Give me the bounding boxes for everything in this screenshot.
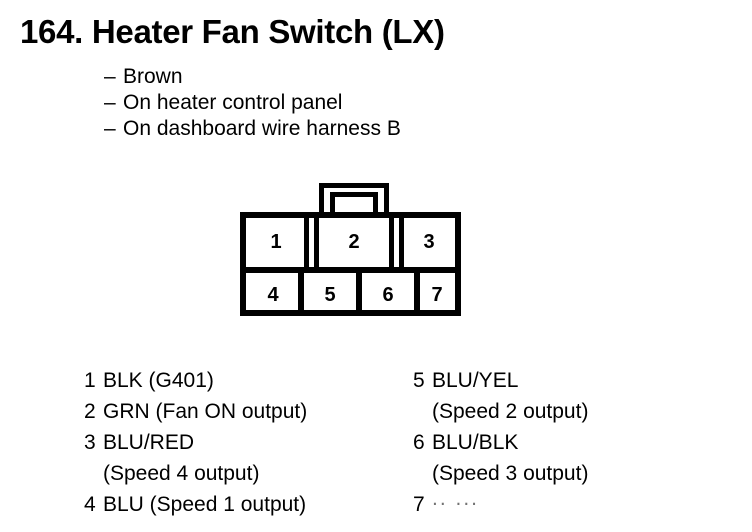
cavity-wall-1-2-a (304, 218, 309, 267)
dash-marker: – (104, 91, 116, 114)
cavity-1: 1 (248, 220, 304, 260)
legend-pin-label: BLU/BLK (432, 431, 519, 454)
cavity-2: 2 (319, 220, 389, 260)
dash-marker: – (104, 65, 116, 88)
legend-entry: 4 BLU (Speed 1 output) (84, 489, 307, 520)
cavity-wall-1-2-b (314, 218, 319, 267)
cavity-wall-2-3-a (389, 218, 394, 267)
locking-tab-outer (319, 183, 389, 214)
cavity-7-number: 7 (431, 284, 443, 306)
legend-pin-label: BLU/RED (103, 431, 195, 454)
cavity-wall-4-5 (298, 273, 304, 310)
cavity-1-number: 1 (270, 231, 282, 253)
legend-pin-label-continued: (Speed 3 output) (432, 462, 589, 485)
legend-pin-label-continued: (Speed 4 output) (103, 462, 260, 485)
legend-pin-label-clipped: .. ... (432, 487, 480, 510)
legend-pin-label-continued: (Speed 2 output) (432, 400, 589, 423)
cavity-3-number: 3 (423, 231, 435, 253)
cavity-7: 7 (420, 275, 454, 310)
description-item-label: Brown (123, 65, 183, 88)
cavity-3: 3 (404, 220, 454, 260)
description-item: –On dashboard wire harness B (104, 116, 401, 142)
description-item-label: On heater control panel (123, 91, 343, 114)
pin-legend-left: 1 BLK (G401) 2 GRN (Fan ON output) 3 BLU/RE… (84, 365, 307, 520)
legend-pin-number: 7 (413, 493, 425, 516)
legend-entry: 3 BLU/RED (84, 427, 307, 458)
pin-legend-right: 5 BLU/YEL (Speed 2 output) 6 BLU/BLK (Spee… (413, 365, 588, 520)
legend-pin-label: GRN (Fan ON output) (103, 400, 308, 423)
description-item: –On heater control panel (104, 90, 401, 116)
description-item: –Brown (104, 64, 401, 90)
cavity-6: 6 (362, 275, 414, 310)
cavity-4-number: 4 (267, 284, 279, 306)
legend-pin-label: BLK (G401) (103, 369, 214, 392)
locking-tab-inner (330, 192, 378, 214)
cavity-wall-5-6 (356, 273, 362, 310)
legend-pin-number: 1 (84, 369, 96, 392)
cavity-wall-2-3-b (399, 218, 404, 267)
dash-marker: – (104, 117, 116, 140)
description-item-label: On dashboard wire harness B (123, 117, 401, 140)
legend-pin-number: 5 (413, 369, 425, 392)
legend-pin-label: BLU (Speed 1 output) (103, 493, 307, 516)
legend-pin-number: 6 (413, 431, 425, 454)
legend-pin-number: 3 (84, 431, 96, 454)
legend-pin-label: BLU/YEL (432, 369, 519, 392)
connector-diagram: 1 2 3 4 5 6 7 (240, 183, 461, 316)
legend-entry: 2 GRN (Fan ON output) (84, 396, 307, 427)
cavity-wall-6-7 (414, 273, 420, 310)
cavity-6-number: 6 (382, 284, 394, 306)
row-divider (240, 267, 461, 273)
cavity-5: 5 (304, 275, 356, 310)
legend-entry: 5 BLU/YEL (413, 365, 588, 396)
legend-pin-number: 2 (84, 400, 96, 423)
cavity-5-number: 5 (324, 284, 336, 306)
page-title: 164. Heater Fan Switch (LX) (20, 13, 445, 50)
legend-entry: 1 BLK (G401) (84, 365, 307, 396)
legend-pin-number: 4 (84, 493, 96, 516)
legend-entry: 7 .. ... (413, 487, 588, 520)
cavity-4: 4 (248, 275, 298, 310)
legend-entry: 6 BLU/BLK (413, 427, 588, 458)
cavity-2-number: 2 (348, 231, 360, 253)
description-list: –Brown –On heater control panel –On dash… (104, 64, 401, 142)
